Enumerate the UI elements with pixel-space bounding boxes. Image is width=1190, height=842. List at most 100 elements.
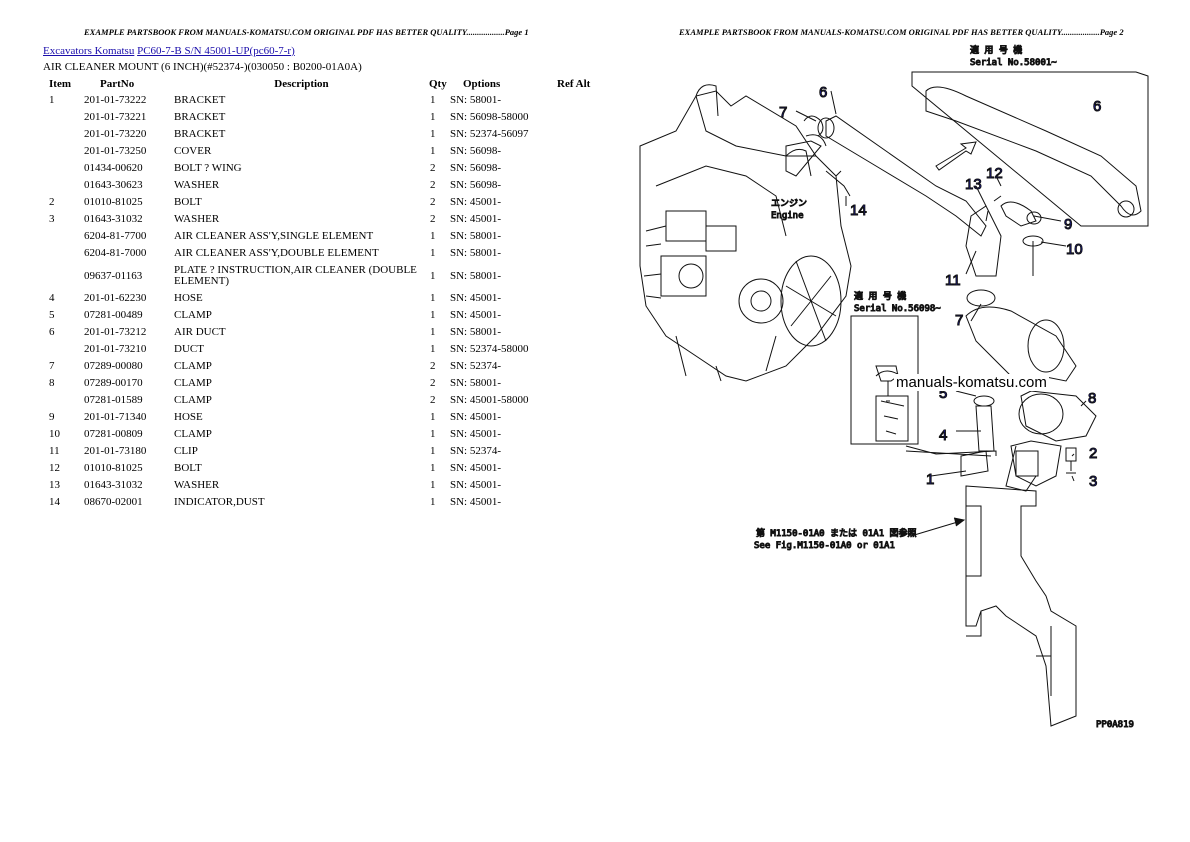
row-ref-alt [557, 211, 617, 228]
row-item: 2 [49, 196, 55, 208]
row-description: BOLT [174, 462, 202, 474]
row-item [43, 392, 84, 409]
row-qty: 1 [430, 411, 436, 423]
serial-top: Serial No.58001~ [970, 58, 1057, 68]
row-item: 7 [49, 360, 55, 372]
row-partno: 01643-30623 [84, 179, 143, 191]
engine-illustration [639, 84, 852, 382]
row-qty: 1 [430, 496, 436, 508]
row-partno: 201-01-73212 [84, 326, 147, 338]
row-ref-alt [557, 143, 617, 160]
row-partno: 201-01-73221 [84, 111, 147, 123]
row-options: SN: 45001- [450, 196, 502, 208]
row-description: WASHER [174, 213, 220, 225]
row-item: 13 [49, 479, 60, 491]
callout-8: 8 [1088, 390, 1096, 407]
row-options: SN: 45001- [450, 309, 502, 321]
row-item [43, 126, 84, 143]
engine-label-jp: エンジン [771, 199, 807, 209]
row-description: COVER [174, 145, 212, 157]
figure-code: PP0A819 [1096, 720, 1134, 730]
callout-3: 3 [1089, 473, 1097, 490]
row-partno: 201-01-73220 [84, 128, 147, 140]
row-options: SN: 58001- [450, 230, 502, 242]
breadcrumb-link-model[interactable]: PC60-7-B S/N 45001-UP(pc60-7-r) [137, 45, 295, 57]
callout-11: 11 [945, 272, 961, 289]
row-options: SN: 56098- [450, 162, 502, 174]
callout-13: 13 [965, 176, 982, 193]
inset-serial-58001 [911, 71, 1149, 227]
row-qty: 2 [430, 196, 436, 208]
row-partno: 08670-02001 [84, 496, 143, 508]
engine-label: Engine [771, 211, 804, 221]
row-ref-alt [557, 409, 617, 426]
breadcrumb-link-excavators[interactable]: Excavators Komatsu [43, 45, 135, 57]
row-options: SN: 56098- [450, 145, 502, 157]
row-item [43, 245, 84, 262]
row-ref-alt [557, 177, 617, 194]
row-description: CLAMP [174, 394, 212, 406]
row-description: WASHER [174, 479, 220, 491]
row-ref-alt [557, 341, 617, 358]
row-qty: 1 [430, 462, 436, 474]
row-item: 1 [49, 94, 55, 106]
watermark: manuals-komatsu.com [894, 374, 1049, 391]
row-description: AIR DUCT [174, 326, 226, 338]
row-item [43, 109, 84, 126]
row-partno: 07281-00489 [84, 309, 143, 321]
row-description: DUCT [174, 343, 204, 355]
inset-serial-56098 [850, 315, 919, 445]
callout-5: 5 [939, 385, 947, 402]
row-qty: 1 [430, 292, 436, 304]
row-item: 9 [49, 411, 55, 423]
row-description: BRACKET [174, 111, 226, 123]
row-partno: 07281-00809 [84, 428, 143, 440]
row-ref-alt [557, 494, 617, 511]
row-description: AIR CLEANER ASS'Y,SINGLE ELEMENT [174, 230, 374, 242]
row-options: SN: 52374- [450, 445, 502, 457]
row-ref-alt [557, 194, 617, 211]
serial-mid-jp: 適 用 号 機 [854, 290, 906, 302]
row-qty: 1 [430, 309, 436, 321]
row-ref-alt [557, 290, 617, 307]
row-options: SN: 45001- [450, 411, 502, 423]
row-options: SN: 45001- [450, 213, 502, 225]
callout-6: 6 [819, 84, 827, 101]
row-item [43, 160, 84, 177]
parts-table: Item PartNo Description Qty Options Ref … [43, 76, 617, 511]
row-partno: 01643-31032 [84, 479, 143, 491]
ref-note: See Fig.M1150-01A0 or 01A1 [754, 541, 895, 551]
row-partno: 07289-00080 [84, 360, 143, 372]
row-ref-alt [557, 92, 617, 109]
bolt-2 [1065, 447, 1077, 474]
row-item: 5 [49, 309, 55, 321]
row-options: SN: 45001- [450, 428, 502, 440]
row-item [43, 341, 84, 358]
row-ref-alt [557, 160, 617, 177]
row-qty: 2 [430, 394, 436, 406]
row-options: SN: 56098-58000 [450, 111, 529, 123]
row-description: BRACKET [174, 94, 226, 106]
dust-indicator [825, 170, 851, 197]
row-partno: 201-01-71340 [84, 411, 147, 423]
row-description: AIR CLEANER ASS'Y,DOUBLE ELEMENT [174, 247, 379, 259]
row-options: SN: 52374-58000 [450, 343, 529, 355]
row-options: SN: 45001- [450, 292, 502, 304]
callout-7: 7 [779, 104, 787, 121]
row-ref-alt [557, 324, 617, 341]
row-partno: 01010-81025 [84, 462, 143, 474]
row-qty: 1 [430, 428, 436, 440]
row-description: BOLT [174, 196, 202, 208]
col-header-qty: Qty [429, 78, 447, 90]
serial-mid: Serial No.56098~ [854, 304, 941, 314]
